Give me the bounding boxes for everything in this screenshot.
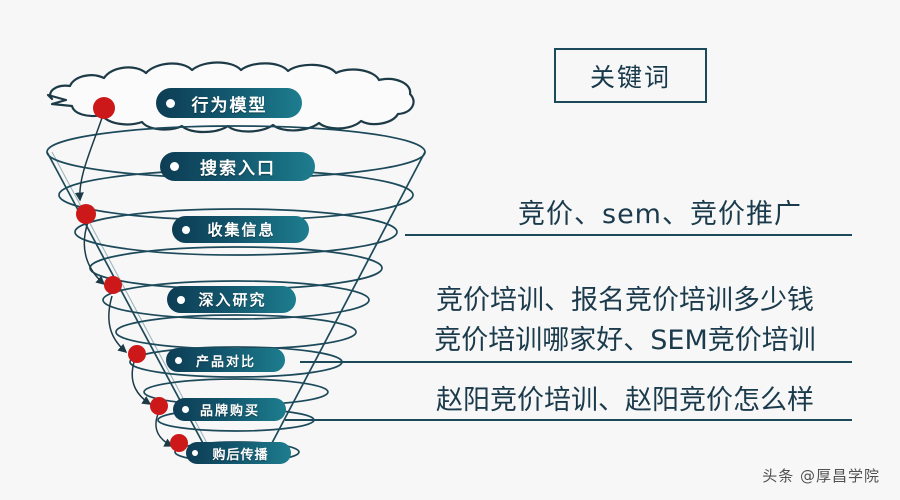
- bullet-icon: [177, 295, 185, 304]
- funnel-stage-label: 行为模型: [191, 95, 268, 116]
- funnel-stage-label: 收集信息: [207, 221, 276, 239]
- funnel-stage-label: 产品对比: [195, 354, 256, 370]
- keyword-divider-lines: [285, 234, 852, 421]
- keyword-block-1: 竞价、sem、竞价推广: [518, 199, 802, 230]
- bullet-icon: [175, 356, 182, 364]
- journey-dots: [76, 97, 188, 452]
- bullet-icon: [182, 406, 189, 413]
- bullet-icon: [170, 162, 179, 171]
- funnel-stage-label: 深入研究: [198, 291, 267, 309]
- bullet-icon: [166, 98, 175, 108]
- funnel-stage-brand-purchase[interactable]: 品牌购买: [173, 398, 286, 421]
- keyword-block-3: 赵阳竞价培训、赵阳竞价怎么样: [436, 385, 814, 416]
- funnel-stage-post-purchase-sharing[interactable]: 购后传播: [186, 442, 291, 464]
- funnel-stage-product-comparison[interactable]: 产品对比: [166, 348, 285, 372]
- funnel-stage-label: 品牌购买: [199, 404, 260, 419]
- keyword-header-label: 关键词: [589, 62, 671, 92]
- watermark: 头条 @厚昌学院: [762, 467, 880, 485]
- keyword-block-2-line-2: 竞价培训哪家好、SEM竞价培训: [434, 325, 816, 356]
- funnel-stage-behavior-model[interactable]: 行为模型: [156, 88, 302, 118]
- funnel-stage-search-entry[interactable]: 搜索入口: [160, 152, 315, 181]
- funnel-stage-deep-research[interactable]: 深入研究: [167, 286, 296, 313]
- funnel-stage-label: 搜索入口: [200, 159, 276, 179]
- bullet-icon: [192, 450, 198, 456]
- bullet-icon: [182, 225, 190, 234]
- journey-arrows: [74, 111, 174, 447]
- funnel-stage-collect-info[interactable]: 收集信息: [172, 216, 309, 243]
- keyword-header-box: 关键词: [554, 48, 707, 103]
- keyword-block-2-line-1: 竞价培训、报名竞价培训多少钱: [436, 285, 814, 316]
- funnel-stage-label: 购后传播: [212, 447, 269, 463]
